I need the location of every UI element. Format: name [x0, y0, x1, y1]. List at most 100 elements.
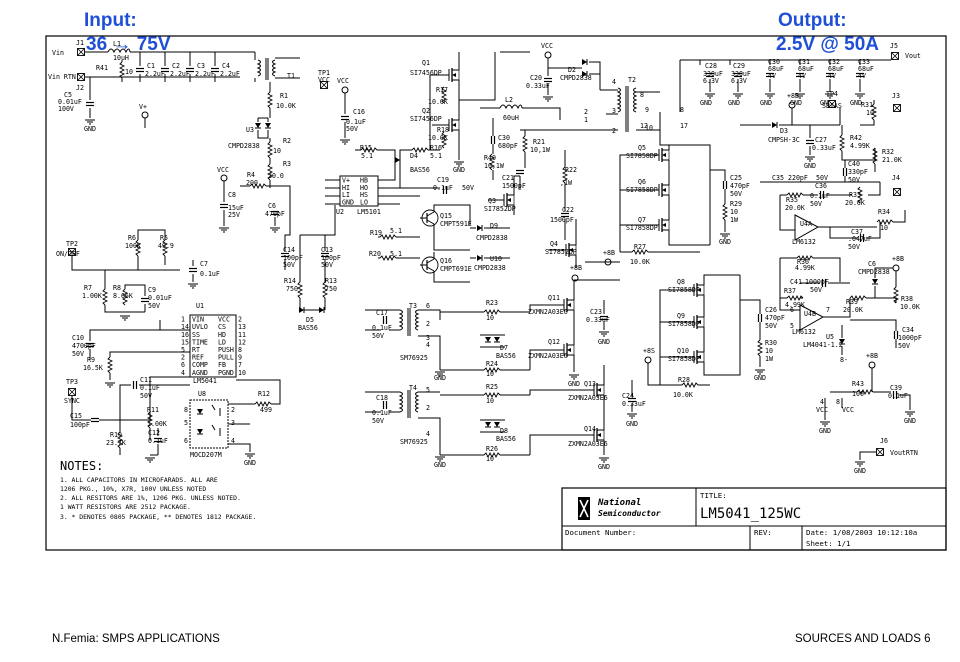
svg-text:C23: C23: [590, 308, 602, 316]
svg-text:470pF: 470pF: [765, 314, 785, 322]
pin-number: 15: [181, 338, 189, 346]
svg-text:12: 12: [640, 122, 648, 130]
svg-text:5.1: 5.1: [430, 152, 442, 160]
svg-text:R18: R18: [437, 126, 449, 134]
pin-label: PUSH: [218, 346, 234, 354]
svg-text:BAS56: BAS56: [298, 324, 318, 332]
j6-connector: [876, 448, 884, 456]
svg-text:T2: T2: [628, 76, 636, 84]
svg-text:LM6132: LM6132: [792, 328, 816, 336]
svg-text:2.2uF: 2.2uF: [220, 70, 240, 78]
svg-text:15uF: 15uF: [228, 204, 244, 212]
svg-text:L2: L2: [505, 96, 513, 104]
svg-text:R2: R2: [283, 137, 291, 145]
notes-line: 1. ALL CAPACITORS IN MICROFARADS. ALL AR…: [60, 476, 218, 484]
svg-text:C10: C10: [72, 334, 84, 342]
svg-text:GND: GND: [700, 99, 712, 107]
svg-text:TP4: TP4: [826, 90, 838, 98]
pin-label: V+: [342, 176, 350, 184]
svg-text:R39: R39: [846, 298, 858, 306]
svg-text:GND: GND: [850, 99, 862, 107]
svg-text:10.0K: 10.0K: [276, 102, 296, 110]
svg-text:8: 8: [836, 398, 840, 406]
svg-text:680pF: 680pF: [498, 142, 518, 150]
svg-text:R43: R43: [852, 380, 864, 388]
svg-text:T4: T4: [409, 384, 417, 392]
svg-text:330pF: 330pF: [848, 168, 868, 176]
pin-number: 8: [238, 346, 242, 354]
svg-text:R13: R13: [325, 277, 337, 285]
svg-text:C31: C31: [798, 58, 810, 66]
svg-text:C19: C19: [437, 176, 449, 184]
svg-text:750: 750: [325, 285, 337, 293]
svg-text:6.3V: 6.3V: [731, 77, 747, 85]
svg-text:1500pF: 1500pF: [550, 216, 574, 224]
pin-number: 2: [181, 354, 185, 362]
svg-text:GND: GND: [568, 380, 580, 388]
svg-text:GND: GND: [84, 125, 96, 133]
svg-text:TP1: TP1: [318, 69, 330, 77]
svg-text:68uF: 68uF: [858, 65, 874, 73]
svg-text:50V: 50V: [372, 332, 384, 340]
svg-text:U5: U5: [826, 333, 834, 341]
svg-text:50V: 50V: [898, 342, 910, 350]
svg-text:C3: C3: [197, 62, 205, 70]
svg-text:Q10: Q10: [677, 347, 689, 355]
svg-text:GND: GND: [904, 417, 916, 425]
svg-text:8: 8: [680, 106, 684, 114]
svg-text:2.2uF: 2.2uF: [170, 70, 190, 78]
footer-right: SOURCES AND LOADS 6: [795, 633, 930, 645]
t3-transformer: [398, 308, 420, 336]
svg-text:MOCD207M: MOCD207M: [190, 451, 222, 459]
svg-text:U2: U2: [336, 208, 344, 216]
svg-text:R20: R20: [369, 250, 381, 258]
svg-text:0.1uF: 0.1uF: [200, 270, 220, 278]
svg-text:R1: R1: [280, 92, 288, 100]
svg-text:GND: GND: [434, 374, 446, 382]
pin-number: 16: [181, 331, 189, 339]
svg-text:4: 4: [820, 398, 824, 406]
u8-optocoupler: [189, 399, 229, 449]
svg-text:C21: C21: [502, 174, 514, 182]
svg-text:U4A: U4A: [800, 220, 812, 228]
svg-text:CMPD2838: CMPD2838: [228, 142, 260, 150]
pin-label: LD: [218, 338, 226, 346]
svg-text:R4: R4: [247, 171, 255, 179]
svg-text:10: 10: [125, 68, 133, 76]
svg-text:100K: 100K: [125, 242, 141, 250]
svg-text:5: 5: [790, 322, 794, 330]
pin-label: HO: [360, 184, 368, 192]
svg-text:J5: J5: [890, 42, 898, 50]
svg-text:50V: 50V: [816, 174, 828, 182]
pin-label: PGND: [218, 369, 234, 377]
svg-text:R38: R38: [901, 295, 913, 303]
svg-text:SI7852DP: SI7852DP: [484, 205, 516, 213]
svg-text:0.1uF: 0.1uF: [148, 437, 168, 445]
svg-text:R42: R42: [850, 134, 862, 142]
svg-text:BAS56: BAS56: [496, 352, 516, 360]
svg-text:ZXMN2A03E6: ZXMN2A03E6: [528, 308, 568, 316]
svg-text:C16: C16: [353, 108, 365, 116]
svg-text:50V: 50V: [140, 392, 152, 400]
svg-text:Q9: Q9: [677, 312, 685, 320]
svg-text:0.33uF: 0.33uF: [586, 316, 610, 324]
svg-text:50V: 50V: [283, 261, 295, 269]
svg-text:GND: GND: [598, 463, 610, 471]
svg-text:GND: GND: [804, 162, 816, 170]
svg-text:C30: C30: [768, 58, 780, 66]
svg-text:GND: GND: [728, 99, 740, 107]
t4-transformer: [398, 390, 420, 418]
svg-text:GND: GND: [453, 166, 465, 174]
svg-text:+8B: +8B: [866, 352, 878, 360]
svg-text:R31: R31: [861, 101, 873, 109]
svg-text:10: 10: [273, 147, 281, 155]
svg-text:SI7456DP: SI7456DP: [410, 115, 442, 123]
svg-text:ZXMN2A03E6: ZXMN2A03E6: [568, 440, 608, 448]
vin-wire: [85, 51, 256, 66]
svg-text:10,1W: 10,1W: [530, 146, 550, 154]
svg-text:GND: GND: [434, 461, 446, 469]
svg-text:2.2uF: 2.2uF: [195, 70, 215, 78]
svg-text:R33: R33: [849, 191, 861, 199]
